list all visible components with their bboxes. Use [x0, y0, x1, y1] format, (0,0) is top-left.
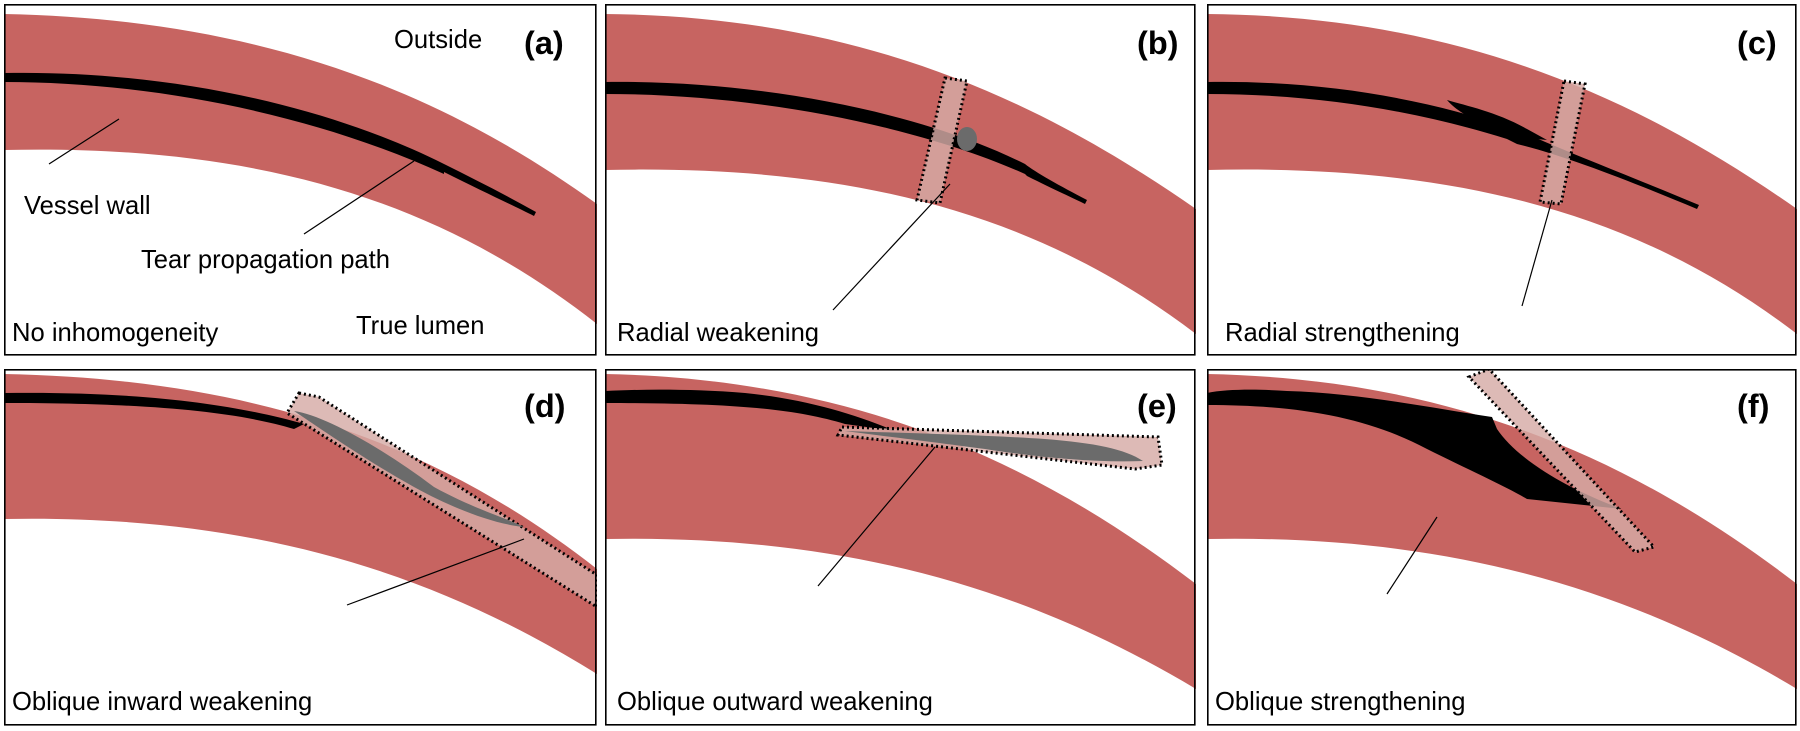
- tear-path-label: Tear propagation path: [141, 246, 390, 274]
- zone-leader: [1521, 199, 1553, 307]
- panel-caption: Radial weakening: [617, 319, 819, 347]
- tear-path: [1207, 389, 1622, 509]
- vessel-wall-band: [1207, 14, 1797, 334]
- panel-tag: (d): [524, 388, 566, 424]
- tear-path-leader: [303, 160, 415, 235]
- panel-b: (b) Radial weakening: [605, 4, 1196, 356]
- vessel-wall-band: [4, 374, 597, 674]
- vessel-wall-band: [1207, 374, 1797, 689]
- vessel-wall-band: [605, 14, 1196, 334]
- panel-tag: (e): [1137, 388, 1177, 424]
- true-lumen-label: True lumen: [356, 312, 485, 340]
- vessel-wall-label: Vessel wall: [24, 192, 151, 220]
- zone-leader: [832, 183, 951, 311]
- oblique-strengthening-zone: [1466, 369, 1657, 554]
- tear-in-zone: [957, 127, 977, 151]
- panel-caption: Oblique strengthening: [1215, 688, 1465, 716]
- panel-frame: [4, 369, 597, 726]
- vessel-wall-band: [4, 14, 597, 324]
- panel-d: (d) Oblique inward weakening: [4, 369, 597, 726]
- zone-leader: [1386, 516, 1438, 595]
- panel-f: (f) Oblique strengthening: [1207, 369, 1797, 726]
- vessel-wall-band: [605, 374, 1196, 689]
- radial-strengthening-zone: [1538, 79, 1587, 206]
- panel-e: (e) Oblique outward weakening: [605, 369, 1196, 726]
- panel-caption: Oblique inward weakening: [12, 688, 312, 716]
- panel-a: (a) Outside Vessel wall Tear propagation…: [4, 4, 597, 356]
- panel-tag: (c): [1737, 25, 1777, 61]
- panel-caption: Radial strengthening: [1225, 319, 1460, 347]
- panel-frame: [605, 369, 1196, 726]
- tear-in-zone: [845, 431, 1143, 462]
- panel-frame: [1207, 4, 1797, 356]
- panel-caption: No inhomogeneity: [12, 319, 219, 347]
- panel-frame: [4, 4, 597, 356]
- tear-bulge: [1447, 100, 1547, 140]
- tear-in-zone: [294, 411, 524, 527]
- tear-path: [605, 81, 1087, 204]
- tear-path: [605, 389, 895, 431]
- panel-c: (c) Radial strengthening: [1207, 4, 1797, 356]
- outside-label: Outside: [394, 26, 482, 54]
- tear-path: [4, 392, 304, 429]
- panel-tag: (b): [1137, 25, 1179, 61]
- panel-caption: Oblique outward weakening: [617, 688, 933, 716]
- panel-tag: (a): [524, 25, 564, 61]
- panel-frame: [1207, 369, 1797, 726]
- panel-frame: [605, 4, 1196, 356]
- zone-leader: [346, 538, 525, 606]
- vessel-wall-leader: [48, 118, 120, 165]
- panel-tag: (f): [1737, 388, 1769, 424]
- radial-weakening-zone: [915, 76, 969, 205]
- zone-leader: [817, 446, 936, 587]
- tear-path: [1207, 81, 1699, 209]
